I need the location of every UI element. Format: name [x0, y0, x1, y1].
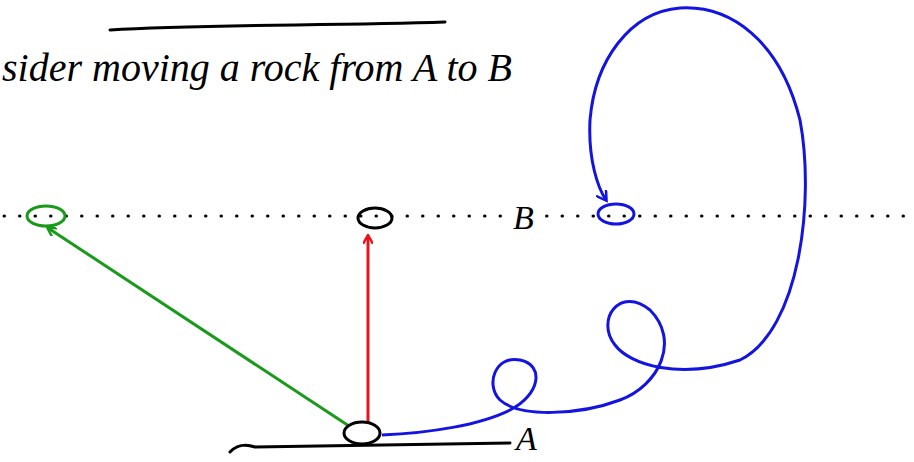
- point-label: B: [510, 199, 537, 236]
- heading-text: sider moving a rock from A to B: [2, 46, 512, 90]
- point-label: A: [516, 420, 537, 457]
